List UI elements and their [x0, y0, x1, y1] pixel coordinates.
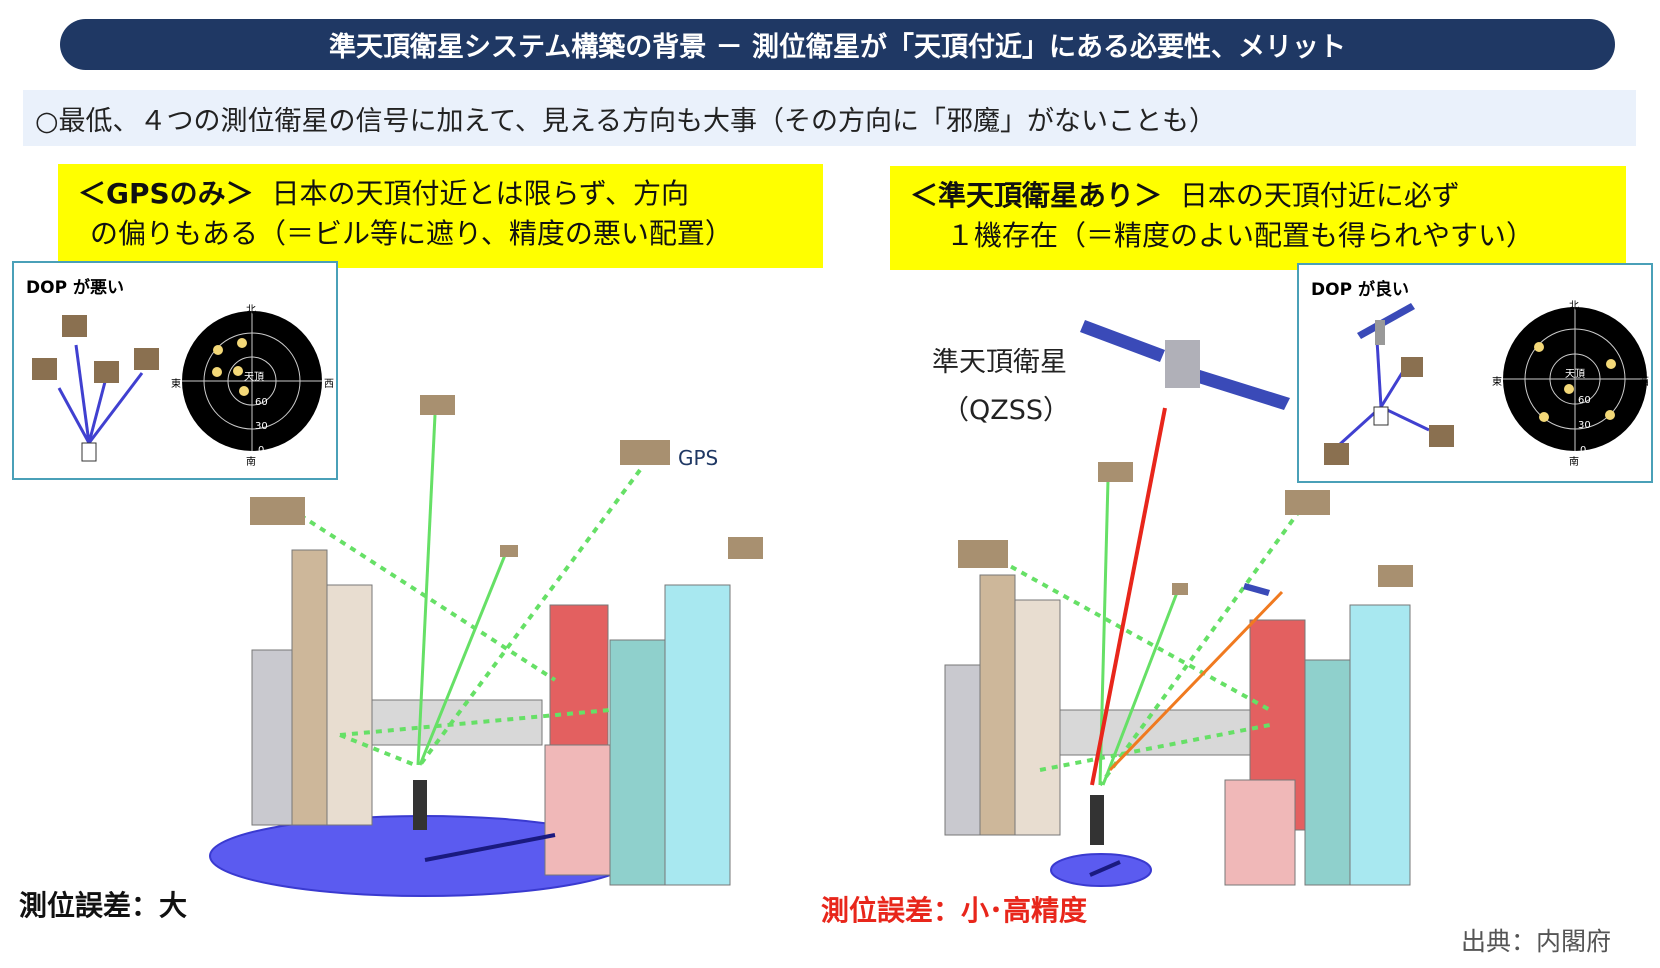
- right-heading-box: ＜準天頂衛星あり＞ 日本の天頂付近に必ず １機存在（＝精度のよい配置も得られやす…: [890, 166, 1626, 270]
- dop-good-label: DOP が良い: [1311, 280, 1409, 300]
- left-heading: ＜GPSのみ＞: [78, 177, 254, 210]
- error-arrow-left: [424, 833, 556, 862]
- dop-bad-label: DOP が悪い: [26, 278, 124, 298]
- north-label: 北: [246, 305, 256, 316]
- right-line2: １機存在（＝精度のよい配置も得られやすい）: [946, 219, 1535, 252]
- receiver-icon: [81, 442, 97, 462]
- dop-good-box: DOP が良い 北 南 東 西 天頂 60 30 0: [1297, 263, 1653, 483]
- right-blocked-signals: [989, 508, 1302, 787]
- person-right: [1090, 795, 1104, 845]
- person-left: [413, 780, 427, 830]
- gps-satellites-left: [250, 395, 763, 559]
- east-label: 東: [1492, 377, 1502, 388]
- left-line1: 日本の天頂付近とは限らず、方向: [271, 177, 689, 210]
- north-label: 北: [1569, 301, 1579, 312]
- gps-satellites-right: [958, 462, 1413, 595]
- left-line2: の偏りもある（＝ビル等に遮り、精度の悪い配置）: [90, 217, 733, 250]
- source-credit: 出典：内閣府: [1461, 927, 1612, 956]
- east-label: 東: [171, 379, 181, 390]
- ring-60-label: 60: [255, 397, 268, 408]
- receiver-icon: [1373, 406, 1389, 426]
- error-large-label: 測位誤差：大: [19, 889, 188, 922]
- skyplot-bad: [182, 311, 322, 451]
- qzss-name: 準天頂衛星: [932, 347, 1067, 378]
- south-label: 南: [246, 457, 256, 468]
- dop-bad-diagram: [32, 311, 322, 462]
- error-arrow-right: [1089, 860, 1121, 877]
- qzss-abbr: （QZSS）: [942, 395, 1071, 426]
- right-line1: 日本の天頂付近に必ず: [1179, 179, 1460, 212]
- ring-30-label: 30: [255, 421, 268, 432]
- right-buildings: [944, 574, 1411, 886]
- left-direct-signals: [416, 414, 507, 766]
- subtitle: ○最低、４つの測位衛星の信号に加えて、見える方向も大事（その方向に「邪魔」がない…: [23, 90, 1636, 146]
- zenith-label: 天頂: [1565, 369, 1585, 380]
- qzss-signal: [1090, 407, 1167, 786]
- dop-bad-box: DOP が悪い 北 南 東 西 天頂 60 30 0: [12, 261, 338, 480]
- ring-0-label: 0: [258, 445, 265, 456]
- ring-30-label: 30: [1578, 420, 1591, 431]
- left-blocked-signals: [298, 468, 642, 767]
- right-direct-signals: [1090, 407, 1284, 786]
- left-buildings: [251, 549, 731, 886]
- right-heading: ＜準天頂衛星あり＞: [910, 179, 1163, 212]
- slide-title: 準天頂衛星システム構築の背景 － 測位衛星が「天頂付近」にある必要性、メリット: [60, 19, 1615, 70]
- dop-good-diagram: [1324, 303, 1647, 465]
- west-label: 西: [324, 379, 334, 390]
- zenith-label: 天頂: [244, 372, 264, 383]
- ring-0-label: 0: [1580, 445, 1587, 456]
- west-label: 西: [1639, 377, 1649, 388]
- error-small-label: 測位誤差：小･高精度: [821, 894, 1088, 927]
- qzss-satellite: [1080, 320, 1290, 596]
- skyplot-good: [1503, 307, 1647, 451]
- gps-label: GPS: [678, 446, 719, 470]
- ring-60-label: 60: [1578, 395, 1591, 406]
- south-label: 南: [1569, 457, 1579, 468]
- left-heading-box: ＜GPSのみ＞ 日本の天頂付近とは限らず、方向 の偏りもある（＝ビル等に遮り、精…: [58, 164, 823, 268]
